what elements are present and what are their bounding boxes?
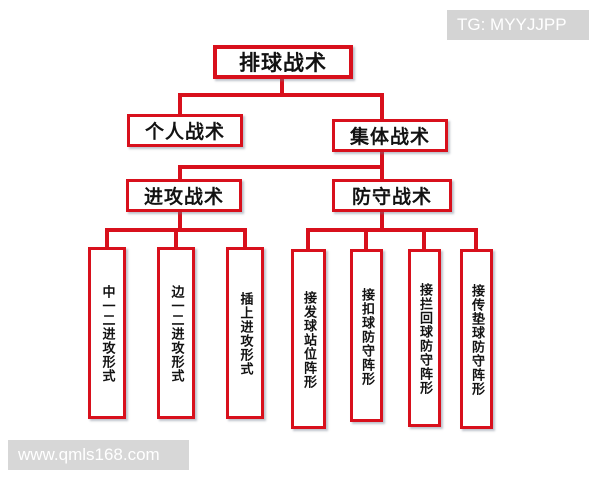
leaf-defense-block-return: 接拦回球防守阵形 bbox=[408, 249, 441, 427]
leaf-attack-side: 边一二进攻形式 bbox=[157, 247, 195, 419]
leaf-defense-set-dig: 接传垫球防守阵形 bbox=[460, 249, 493, 429]
leaf-attack-insert: 插上进攻形式 bbox=[226, 247, 264, 419]
watermark-website: www.qmls168.com bbox=[8, 440, 189, 470]
watermark-telegram: TG: MYYJJPP bbox=[447, 10, 589, 40]
node-defense-tactics: 防守战术 bbox=[332, 179, 452, 212]
leaf-defense-serve-receive: 接发球站位阵形 bbox=[291, 249, 326, 429]
node-team-tactics: 集体战术 bbox=[332, 119, 448, 152]
node-individual-tactics: 个人战术 bbox=[127, 114, 243, 147]
node-attack-tactics: 进攻战术 bbox=[126, 179, 242, 212]
root-node: 排球战术 bbox=[213, 45, 353, 79]
leaf-attack-middle: 中一二进攻形式 bbox=[88, 247, 126, 419]
leaf-defense-spike-receive: 接扣球防守阵形 bbox=[350, 249, 383, 422]
